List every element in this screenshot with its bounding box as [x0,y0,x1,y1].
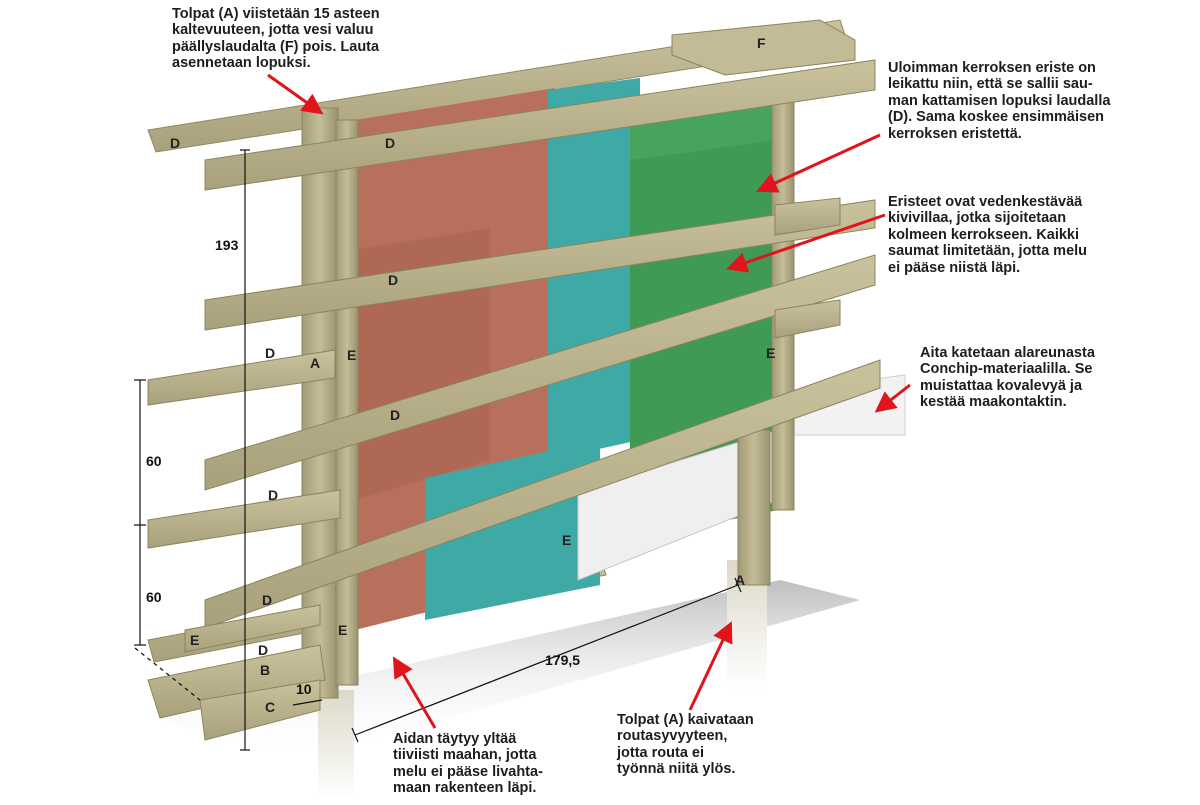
label-D-5: D [390,407,400,423]
post-A-left [301,107,339,699]
label-D-2: D [385,135,395,151]
note-post-depth: Tolpat (A) kaivataan routasyvyyteen, jot… [617,712,754,778]
note-conchip: Aita katetaan alareunasta Conchip-materi… [920,345,1095,411]
note-outer-insulation: Uloimman kerroksen eriste on leikattu ni… [888,60,1111,142]
post-footing-left [318,690,354,800]
label-D-1: D [170,135,180,151]
label-E-3: E [562,532,571,548]
dim-length: 179,5 [545,652,580,668]
note-ground-seal: Aidan täytyy yltää tiiviisti maahan, jot… [393,731,543,797]
dim-gap: 10 [296,681,312,697]
label-D-8: D [258,642,268,658]
annotation-arrows [267,73,911,729]
dim-height: 193 [215,237,239,253]
label-E-4: E [338,622,347,638]
label-B: B [260,662,270,678]
post-E-left [335,119,359,686]
dim-spacing-upper: 60 [146,453,162,469]
label-C: C [265,699,275,715]
label-E-2: E [766,345,775,361]
label-E-5: E [190,632,199,648]
dimension-lines [134,149,742,751]
post-A-right [737,429,771,586]
note-insulation-layers: Eristeet ovat vedenkestävää kivivillaa, … [888,194,1088,276]
label-D-6: D [268,487,278,503]
dim-spacing-lower: 60 [146,589,162,605]
cap-board-F [671,19,856,76]
label-D-7: D [262,592,272,608]
label-E-1: E [347,347,356,363]
label-A-2: A [735,572,745,588]
label-F: F [757,35,766,51]
note-post-angle: Tolpat (A) viistetään 15 asteen kaltevuu… [172,6,380,72]
label-D-4: D [265,345,275,361]
label-A-1: A [310,355,320,371]
front-rails [147,59,881,741]
label-D-3: D [388,272,398,288]
